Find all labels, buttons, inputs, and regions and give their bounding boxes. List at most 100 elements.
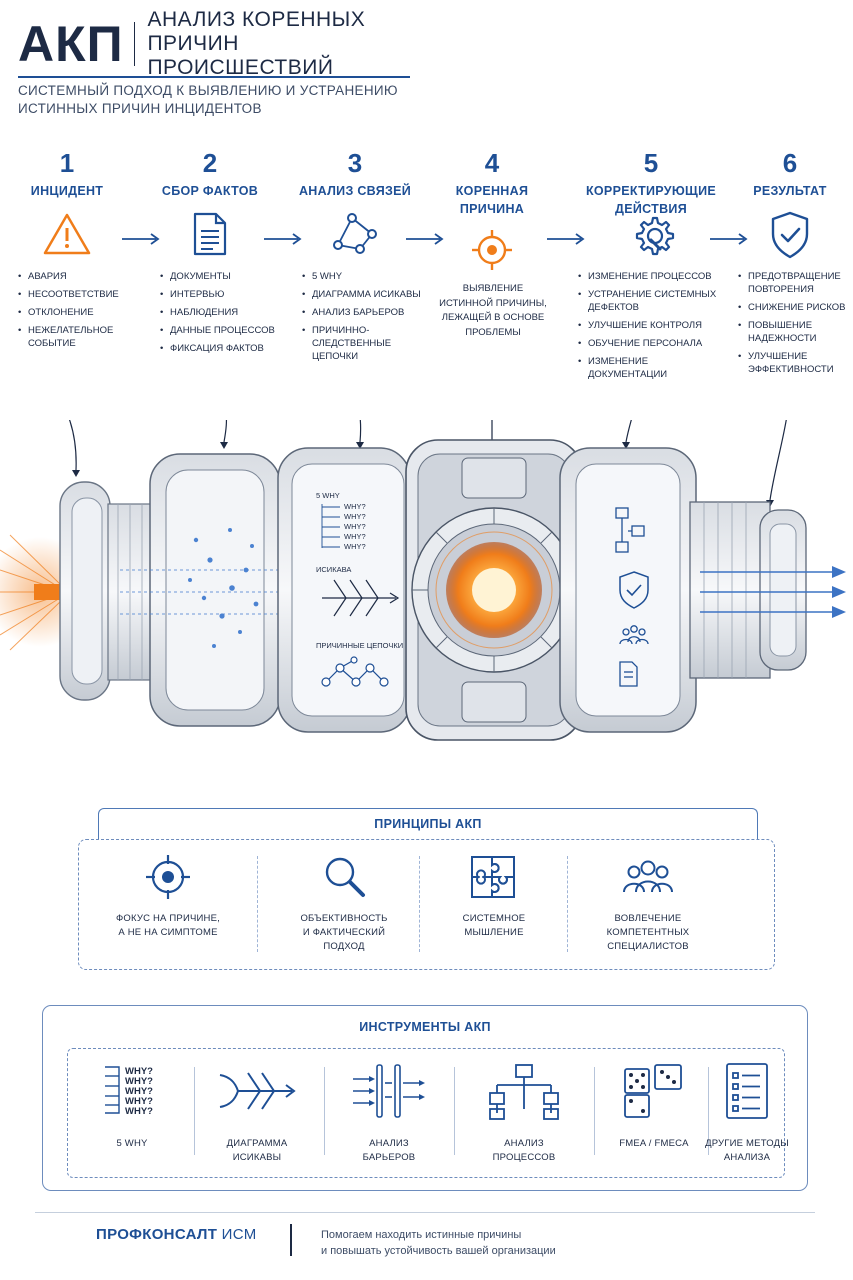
list-item: АНАЛИЗ БАРЬЕРОВ: [302, 306, 422, 319]
step-title-line: АНАЛИЗ СВЯЗЕЙ: [298, 184, 412, 198]
tool-item: АНАЛИЗ ПРОЦЕССОВ: [464, 1061, 584, 1171]
step-number: 6: [782, 148, 798, 178]
shield-mini-icon: [619, 571, 649, 609]
why-text: WHY?: [344, 502, 366, 511]
divider: [594, 1067, 595, 1155]
tool-item: АНАЛИЗ БАРЬЕРОВ: [334, 1061, 444, 1171]
footer-brand-name: ПРОФКОНСАЛТ: [96, 1226, 218, 1243]
description-line: ЛЕЖАЩЕЙ В ОСНОВЕ: [441, 312, 545, 323]
principle-label-line: ВОВЛЕЧЕНИЕ: [614, 913, 682, 924]
team-icon: [623, 860, 673, 893]
why-text: WHY?: [344, 542, 366, 551]
barrier-icon: [353, 1064, 425, 1118]
machine-label-ishikawa: ИСИКАВА: [316, 565, 351, 574]
tool-label: FMEA / FMECA: [600, 1137, 708, 1151]
principles-panel: ФОКУС НА ПРИЧИНЕ, А НЕ НА СИМПТОМЕ ОБЪЕК…: [78, 839, 775, 970]
why-text: WHY?: [344, 532, 366, 541]
dice-icon: [624, 1064, 682, 1118]
why-list: WHY? WHY? WHY? WHY? WHY?: [344, 502, 366, 551]
step-3: 3 АНАЛИЗ СВЯЗЕЙ: [298, 148, 412, 200]
header: АКП АНАЛИЗ КОРЕННЫХ ПРИЧИН ПРОИСШЕСТВИЙ: [18, 8, 413, 79]
principle-label-line: КОМПЕТЕНТНЫХ: [606, 927, 690, 938]
tool-item: FMEA / FMECA: [600, 1061, 708, 1171]
flow-arrow-icon: [547, 233, 585, 245]
tool-label-line: АНАЛИЗ: [369, 1138, 409, 1149]
step-title: КОРРЕКТИРУЮЩИЕ ДЕЙСТВИЯ: [580, 182, 722, 218]
principle-label-line: А НЕ НА СИМПТОМЕ: [118, 927, 218, 938]
list-item: ПРИЧИННО-СЛЕДСТВЕННЫЕ ЦЕПОЧКИ: [302, 324, 397, 363]
step-1-list: АВАРИЯ НЕСООТВЕТСТВИЕ ОТКЛОНЕНИЕ НЕЖЕЛАТ…: [18, 270, 128, 355]
step-title-line: ДЕЙСТВИЯ: [615, 202, 687, 216]
principle-label-line: ОБЪЕКТИВНОСТЬ: [300, 913, 388, 924]
tagline-line: Помогаем находить истинные причины: [321, 1229, 522, 1241]
tool-label: ДРУГИЕ МЕТОДЫ АНАЛИЗА: [692, 1137, 802, 1165]
step-number: 4: [484, 148, 500, 178]
step-number: 1: [59, 148, 75, 178]
principle-item: ВОВЛЕЧЕНИЕ КОМПЕТЕНТНЫХ СПЕЦИАЛИСТОВ: [569, 852, 727, 954]
machine-label-5why: 5 WHY: [316, 491, 340, 500]
tool-item: WHY? WHY? WHY? WHY? WHY? 5 WHY: [86, 1061, 178, 1171]
footer-brand: ПРОФКОНСАЛТ ИСМ: [96, 1226, 257, 1243]
step-title: СБОР ФАКТОВ: [158, 182, 262, 200]
tool-label: АНАЛИЗ БАРЬЕРОВ: [334, 1137, 444, 1165]
step-title: РЕЗУЛЬТАТ: [745, 182, 835, 200]
principle-label-line: ПОДХОД: [323, 941, 365, 952]
magnifier-icon: [325, 857, 365, 897]
list-item: УЛУЧШЕНИЕ КОНТРОЛЯ: [578, 319, 726, 332]
footer-divider: [35, 1212, 815, 1213]
tool-item: ДРУГИЕ МЕТОДЫ АНАЛИЗА: [705, 1061, 789, 1171]
tool-label-line: БАРЬЕРОВ: [362, 1152, 416, 1163]
step-title-line: КОРЕННАЯ: [455, 184, 529, 198]
list-item: СНИЖЕНИЕ РИСКОВ: [738, 301, 850, 314]
flow-arrow-icon: [710, 233, 748, 245]
principle-label-line: ФОКУС НА ПРИЧИНЕ,: [115, 913, 220, 924]
why-text: WHY?: [344, 512, 366, 521]
principle-item: СИСТЕМНОЕ МЫШЛЕНИЕ: [419, 852, 569, 940]
divider: [194, 1067, 195, 1155]
list-item: УЛУЧШЕНИЕ ЭФФЕКТИВНОСТИ: [738, 350, 838, 376]
list-item: НАБЛЮДЕНИЯ: [160, 306, 280, 319]
list-item: ПОВЫШЕНИЕ НАДЕЖНОСТИ: [738, 319, 828, 345]
tool-label: 5 WHY: [86, 1137, 178, 1151]
footer-separator: [290, 1224, 292, 1256]
subtitle-line-2: ИСТИННЫХ ПРИЧИН ИНЦИДЕНТОВ: [18, 101, 262, 116]
tools-list: WHY? WHY? WHY? WHY? WHY? 5 WHY: [67, 1048, 789, 1178]
tools-title: ИНСТРУМЕНТЫ АКП: [359, 1020, 491, 1034]
step-number: 2: [202, 148, 218, 178]
principle-label: ВОВЛЕЧЕНИЕ КОМПЕТЕНТНЫХ СПЕЦИАЛИСТОВ: [569, 912, 727, 954]
tool-label-line: АНАЛИЗ: [504, 1138, 544, 1149]
page-subtitle: СИСТЕМНЫЙ ПОДХОД К ВЫЯВЛЕНИЮ И УСТРАНЕНИ…: [18, 82, 438, 118]
flowchart-mini-icon: [615, 507, 645, 553]
tool-label-line: FMEA / FMECA: [619, 1138, 689, 1149]
list-item: ИЗМЕНЕНИЕ ДОКУМЕНТАЦИИ: [578, 355, 726, 381]
why-text: WHY?: [125, 1096, 153, 1107]
document-icon: [193, 212, 227, 256]
principle-label-line: СИСТЕМНОЕ: [462, 913, 526, 924]
tool-item: ДИАГРАММА ИСИКАВЫ: [202, 1061, 312, 1171]
analysis-machine-illustration: 5 WHY WHY? WHY? WHY? WHY? WHY? ИСИКАВА П…: [0, 420, 846, 741]
principle-item: ФОКУС НА ПРИЧИНЕ, А НЕ НА СИМПТОМЕ: [93, 852, 243, 940]
list-item: АВАРИЯ: [18, 270, 128, 283]
step-title-line: РЕЗУЛЬТАТ: [753, 184, 827, 198]
tagline-line: и повышать устойчивость вашей организаци…: [321, 1245, 556, 1257]
description-line: ИСТИННОЙ ПРИЧИНЫ,: [439, 297, 547, 309]
team-mini-icon: [619, 625, 649, 645]
principle-item: ОБЪЕКТИВНОСТЬ И ФАКТИЧЕСКИЙ ПОДХОД: [269, 852, 419, 954]
why-text: WHY?: [125, 1086, 153, 1097]
list-item: НЕЖЕЛАТЕЛЬНОЕ СОБЫТИЕ: [18, 324, 113, 350]
list-item: УСТРАНЕНИЕ СИСТЕМНЫХ ДЕФЕКТОВ: [578, 288, 718, 314]
document-mini-icon: [619, 661, 638, 687]
title-underline: [18, 76, 410, 78]
list-item: ИЗМЕНЕНИЕ ПРОЦЕССОВ: [578, 270, 726, 283]
principle-label-line: И ФАКТИЧЕСКИЙ: [302, 927, 386, 938]
machine-label-chains: ПРИЧИННЫЕ ЦЕПОЧКИ: [316, 641, 403, 650]
list-item: ДАННЫЕ ПРОЦЕССОВ: [160, 324, 280, 337]
warning-icon: [43, 213, 91, 255]
list-item: 5 WHY: [302, 270, 422, 283]
page-title: АНАЛИЗ КОРЕННЫХ ПРИЧИН ПРОИСШЕСТВИЙ: [147, 8, 413, 80]
fishbone-icon: [219, 1072, 296, 1110]
divider: [708, 1067, 709, 1155]
step-number: 5: [643, 148, 659, 178]
step-title: КОРЕННАЯ ПРИЧИНА: [444, 182, 540, 218]
fishbone-mini-icon: [322, 579, 400, 617]
